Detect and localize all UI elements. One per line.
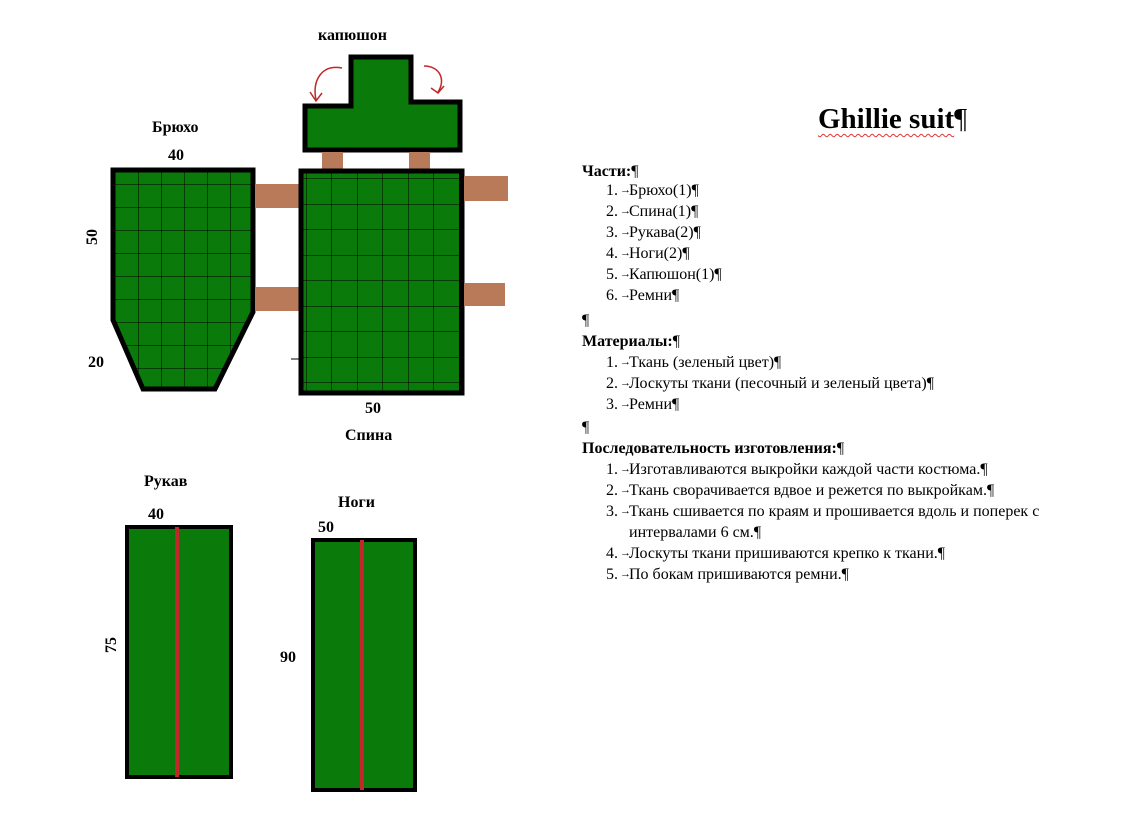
legs-piece: Ноги 50 90	[280, 494, 417, 792]
paragraph-mark: ¶	[954, 103, 968, 135]
hood-strap-left	[322, 152, 343, 170]
hood-label: капюшон	[318, 27, 387, 44]
empty-paragraph: ¶	[582, 419, 590, 436]
list-item: 5.→Капюшон(1)¶	[606, 266, 722, 283]
list-item: 1.→Ткань (зеленый цвет)¶	[606, 354, 782, 371]
document-title: Ghillie suit¶	[818, 103, 968, 136]
sleeve-height-label: 75	[103, 637, 120, 653]
back-strap-bottom	[464, 283, 505, 306]
title-text: Ghillie suit	[818, 103, 955, 135]
belly-label: Брюхо	[152, 119, 198, 136]
list-item: 1.→Брюхо(1)¶	[606, 182, 699, 199]
section-heading-parts: Части:¶	[582, 163, 639, 180]
hood-arrow-left-head	[309, 91, 323, 103]
belly-grid	[113, 170, 253, 389]
list-item: 6.→Ремни¶	[606, 287, 680, 304]
hood-strap-right	[409, 152, 430, 170]
materials-list: 1.→Ткань (зеленый цвет)¶ 2.→Лоскуты ткан…	[582, 352, 934, 415]
belly-strap-bottom	[255, 287, 299, 311]
belly-bottom-label: 20	[88, 354, 104, 371]
list-item: 4.→Лоскуты ткани пришиваются крепко к тк…	[606, 545, 946, 562]
list-item: 2.→Ткань сворачивается вдвое и режется п…	[606, 482, 995, 499]
list-item: 2.→Лоскуты ткани (песочный и зеленый цве…	[606, 375, 934, 392]
back-strap-top	[464, 176, 508, 201]
list-item: 1.→Изготавливаются выкройки каждой части…	[606, 461, 988, 478]
list-item: 2.→Спина(1)¶	[606, 203, 699, 220]
back-grid	[301, 171, 462, 393]
parts-list: 1.→Брюхо(1)¶ 2.→Спина(1)¶ 3.→Рукава(2)¶ …	[582, 180, 722, 306]
empty-paragraph: ¶	[582, 312, 590, 329]
hood-arrow-right-icon	[423, 65, 443, 93]
list-item: 3.→Ремни¶	[606, 396, 680, 413]
belly-piece: Брюхо 40 50 20	[84, 119, 256, 392]
legs-width-label: 50	[318, 519, 334, 536]
list-item: 5.→По бокам пришиваются ремни.¶	[606, 566, 849, 583]
back-piece: 50 Спина	[291, 168, 465, 444]
legs-label: Ноги	[338, 494, 375, 511]
back-label: Спина	[345, 427, 392, 444]
back-width-label: 50	[365, 400, 381, 417]
sleeve-label: Рукав	[144, 473, 188, 490]
section-heading-materials: Материалы:¶	[582, 333, 680, 350]
hood-shape	[302, 54, 463, 153]
hood-arrow-left-icon	[314, 66, 343, 101]
back-outline	[298, 168, 465, 396]
sequence-list: 1.→Изготавливаются выкройки каждой части…	[582, 459, 1109, 585]
belly-width-label: 40	[168, 147, 184, 164]
list-item: 3.→Рукава(2)¶	[606, 224, 701, 241]
hood-arrow-right-head	[430, 85, 445, 95]
list-item: 3.→Ткань сшивается по краям и прошиваетс…	[606, 503, 1040, 541]
hood-piece: капюшон	[302, 27, 463, 153]
sleeve-width-label: 40	[148, 506, 164, 523]
legs-height-label: 90	[280, 649, 296, 666]
belly-outline	[110, 167, 256, 392]
belly-height-label: 50	[84, 229, 101, 245]
belly-strap-top	[255, 184, 299, 208]
section-heading-sequence: Последовательность изготовления:¶	[582, 440, 845, 457]
sleeve-piece: Рукав 40 75	[103, 473, 233, 779]
list-item: 4.→Ноги(2)¶	[606, 245, 690, 262]
